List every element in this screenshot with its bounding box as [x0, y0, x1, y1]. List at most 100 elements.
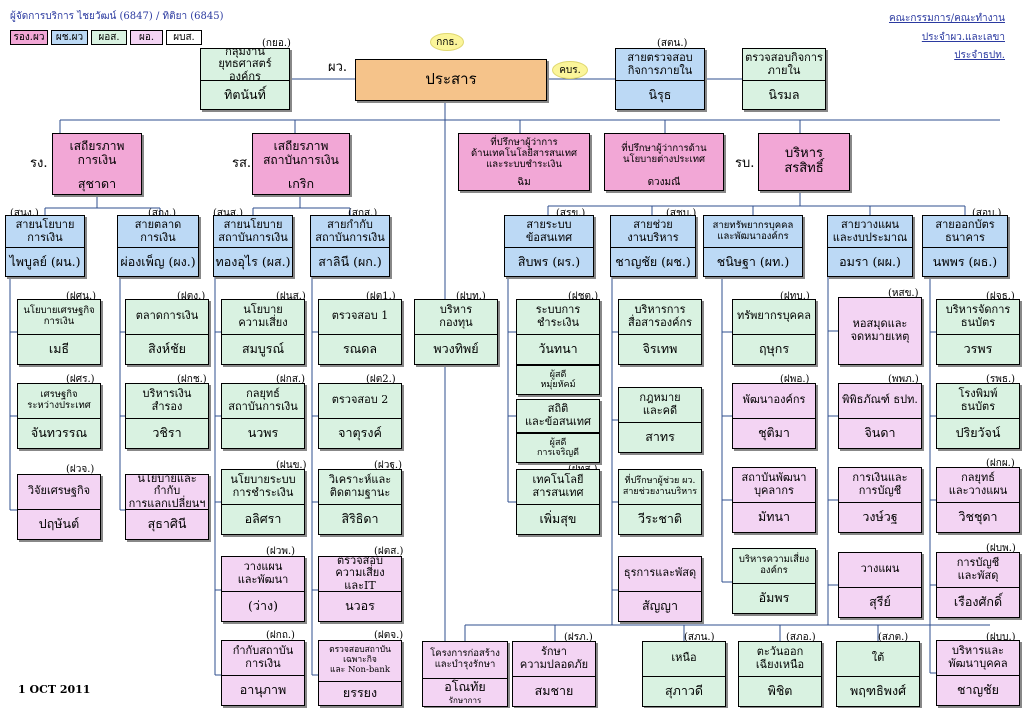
node-advisor-it[interactable]: ที่ปรึกษาผู้ว่าการ ด้านเทคโนโลยีสารสนเทศ… — [458, 133, 590, 191]
unit-code: (ฝวพ.) — [266, 546, 296, 557]
unit-code: (ฝบบ.) — [986, 632, 1016, 643]
node-monetary-policy-line[interactable]: สายนโยบาย การเงินไพบูลย์ (ผน.) — [5, 215, 85, 277]
node-payment-it-line[interactable]: สายระบบ ข้อสนเทศสิบพร (ผร.) — [504, 215, 594, 277]
node-fi-supervision[interactable]: กำกับสถาบัน การเงินอานุภาพ — [221, 640, 305, 706]
unit-code: (สภอ.) — [786, 632, 816, 643]
node-internal-audit-line[interactable]: สายตรวจสอบ กิจการภายในนิรุธ — [615, 48, 705, 110]
node-international-economics[interactable]: เศรษฐกิจ ระหว่างประเทศจันทวรรณ — [17, 383, 101, 449]
node-payment-systems-sub[interactable]: ผู้สดี หมุ่ยหัคม์ — [516, 365, 600, 395]
unit-code: (ฝวจ.) — [66, 464, 95, 475]
node-hr-line[interactable]: สายทรัพยากรบุคคล และพัฒนาองค์กรชนิษฐา (ผ… — [703, 215, 803, 277]
node-banknote-management[interactable]: บริหารจัดการ ธนบัตรวรพร — [936, 299, 1020, 365]
node-training-institute[interactable]: สถาบันพัฒนา บุคลากรมัทนา — [732, 467, 816, 533]
node-procurement[interactable]: ธุรการและพัสดุสัญญา — [618, 556, 702, 622]
node-internal-audit[interactable]: ตรวจสอบกิจการ ภายในนิรมล — [742, 48, 826, 110]
unit-code: (สรข.) — [556, 208, 586, 219]
node-fi-supervision-line[interactable]: สายกำกับ สถาบันการเงินสาลินี (ผก.) — [310, 215, 390, 277]
deputy-label-rg: รง. — [30, 156, 48, 171]
node-information-technology[interactable]: เทคโนโลยี สารสนเทศเพิ่มสุข — [516, 469, 600, 535]
unit-code: (รพธ.) — [986, 374, 1016, 385]
node-analysis-monitoring[interactable]: วิเคราะห์และ ติดตามฐานะสิริธิดา — [318, 469, 402, 535]
unit-code: (หสข.) — [888, 288, 919, 299]
node-planning[interactable]: วางแผนสุรีย์ — [838, 552, 922, 618]
node-library-archives[interactable]: หอสมุดและ จดหมายเหตุ — [838, 297, 922, 365]
unit-code: (กยอ.) — [262, 38, 291, 49]
unit-code: (ฝต2.) — [366, 374, 396, 385]
governor-label: ผว. — [328, 60, 348, 75]
node-banknote-line[interactable]: สายออกบัตร ธนาคารนพพร (ผธ.) — [922, 215, 1008, 277]
node-economic-policy[interactable]: นโยบายเศรษฐกิจ การเงินเมธี — [17, 299, 101, 365]
node-organization-development[interactable]: พัฒนาองค์กรชุติมา — [732, 383, 816, 449]
node-banknote-accounting[interactable]: การบัญชี และพัสดุเรืองศักดิ์ — [936, 552, 1020, 618]
node-banknote-printing[interactable]: โรงพิมพ์ ธนบัตรปริยวัจน์ — [936, 383, 1020, 449]
node-banknote-strategy[interactable]: กลยุทธ์ และวางแผนวิชชุดา — [936, 467, 1020, 533]
unit-code: (ฝตจ.) — [374, 630, 404, 641]
node-security[interactable]: รักษา ความปลอดภัยสมชาย — [512, 641, 596, 707]
unit-code: (ฝตส.) — [374, 546, 404, 557]
node-management-support-line[interactable]: สายช่วย งานบริหารชาญชัย (ผช.) — [610, 215, 696, 277]
link-governor-secretary[interactable]: ประจำผว.และเลขา — [921, 32, 1005, 43]
node-fi-strategy[interactable]: กลยุทธ์ สถาบันการเงินนวพร — [221, 383, 305, 449]
page-header-title: ผู้จัดการบริการ ไชยวัฒน์ (6847) / ทิติยา… — [10, 11, 224, 22]
node-planning-budget-line[interactable]: สายวางแผน และงบประมาณอมรา (ผผ.) — [827, 215, 913, 277]
legend-assistant-governor: ผช.ผว — [51, 30, 88, 45]
node-governor[interactable]: ประสาร — [355, 59, 547, 101]
node-financial-institution-stability[interactable]: เสถียรภาพ สถาบันการเงินเกริก — [252, 133, 350, 195]
unit-code: (ฝพอ.) — [780, 374, 810, 385]
unit-code: (ฝตง.) — [177, 291, 206, 302]
committee-bubble-kbr: คบร. — [552, 61, 588, 79]
unit-code: (สกส.) — [348, 208, 378, 219]
node-banknote-hr[interactable]: บริหารและ พัฒนาบุคคลชาญชัย — [936, 640, 1020, 706]
unit-code: (ฝศน.) — [66, 291, 97, 302]
node-legal[interactable]: กฎหมาย และคดีสาทร — [618, 387, 702, 453]
node-finance-accounting[interactable]: การเงินและ การบัญชีวงษ์วฐ — [838, 467, 922, 533]
node-fx-policy[interactable]: นโยบายและกำกับ การแลกเปลี่ยนฯสุธาศินี — [125, 474, 209, 540]
node-enterprise-risk[interactable]: บริหารความเสี่ยง องค์กรอัมพร — [732, 548, 816, 614]
unit-code: (สกง.) — [148, 208, 177, 219]
node-strategy-group[interactable]: กลุ่มงานยุทธศาสตร์ องค์กรทิตนันทิ์ — [200, 48, 290, 110]
unit-code: (ฝต1.) — [366, 291, 396, 302]
chart-date: 1 OCT 2011 — [18, 683, 91, 696]
node-corporate-communication[interactable]: บริหารการ สื่อสารองค์กรจิรเทพ — [618, 299, 702, 365]
node-financial-markets[interactable]: ตลาดการเงินสิงห์ชัย — [125, 299, 209, 365]
node-fi-policy-line[interactable]: สายนโยบาย สถาบันการเงินทองอุไร (ผส.) — [213, 215, 293, 277]
unit-code: (ฝกถ.) — [266, 630, 295, 641]
node-statistics[interactable]: สถิติ และข้อสนเทศ — [516, 399, 600, 433]
node-assistant-advisor[interactable]: ที่ปรึกษาผู้ช่วย ผว. สายช่วยงานบริหารวีร… — [618, 469, 702, 535]
node-risk-policy[interactable]: นโยบาย ความเสี่ยงสมบูรณ์ — [221, 299, 305, 365]
node-payment-policy[interactable]: นโยบายระบบ การชำระเงินอลิศรา — [221, 469, 305, 535]
node-planning-development[interactable]: วางแผน และพัฒนา(ว่าง) — [221, 556, 305, 622]
node-statistics-sub[interactable]: ผู้สดี การเจริญดี — [516, 433, 600, 463]
deputy-label-rs: รส. — [232, 156, 252, 171]
node-economic-research[interactable]: วิจัยเศรษฐกิจปฤษันต์ — [17, 474, 101, 540]
node-region-north[interactable]: เหนือสุภาวดี — [642, 641, 726, 707]
node-region-northeast[interactable]: ตะวันออก เฉียงเหนือพิชิต — [738, 641, 822, 707]
unit-code: (ฝวฐ.) — [374, 460, 402, 471]
node-museum[interactable]: พิพิธภัณฑ์ ธปท.จินดา — [838, 383, 922, 449]
node-financial-markets-line[interactable]: สายตลาด การเงินผ่องเพ็ญ (ผง.) — [117, 215, 199, 277]
unit-code: (ฝกผ.) — [986, 458, 1015, 469]
node-human-resources[interactable]: ทรัพยากรบุคคลฤษุกร — [732, 299, 816, 365]
link-bot[interactable]: ประจำธปท. — [954, 50, 1005, 61]
unit-code: (ฝจธ.) — [986, 291, 1015, 302]
node-management[interactable]: บริหาร สรสิทธิ์ — [758, 133, 850, 191]
node-reserve-management[interactable]: บริหารเงินสำรองวชิรา — [125, 383, 209, 449]
link-committees[interactable]: คณะกรรมการ/คณะทำงาน — [888, 13, 1005, 24]
node-payment-systems[interactable]: ระบบการ ชำระเงินวันทนา — [516, 299, 600, 365]
node-construction[interactable]: โครงการก่อสร้าง และบำรุงรักษาอโณทัยรักษา… — [422, 641, 508, 707]
node-advisor-international[interactable]: ที่ปรึกษาผู้ว่าการด้าน นโยบายต่างประเทศด… — [604, 133, 724, 191]
node-region-south[interactable]: ใต้พฤฑธิพงศ์ — [836, 641, 920, 707]
unit-code: (ฝรภ.) — [564, 632, 593, 643]
legend-senior-director: ผอส. — [91, 30, 127, 45]
unit-code: (ฝกช.) — [177, 374, 207, 385]
node-monetary-stability[interactable]: เสถียรภาพ การเงินสุชาดา — [52, 133, 142, 195]
unit-code: (สตน.) — [657, 38, 688, 49]
unit-code: (สนง.) — [10, 208, 39, 219]
node-fund-management[interactable]: บริหาร กองทุนพวงทิพย์ — [414, 299, 498, 365]
unit-code: (ฝนส.) — [276, 291, 306, 302]
